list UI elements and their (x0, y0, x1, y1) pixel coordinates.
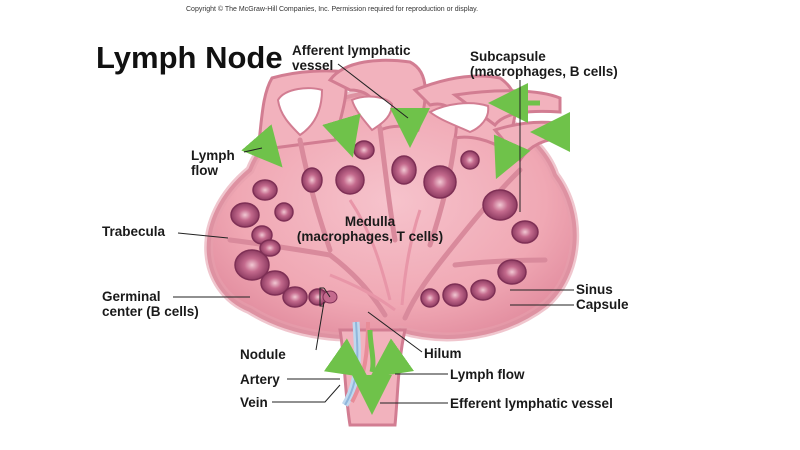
flow-arrows (241, 83, 570, 415)
label-efferent-vessel: Efferent lymphatic vessel (450, 396, 613, 411)
label-lymph-flow: Lymph flow (191, 148, 235, 178)
label-germinal-center: Germinal center (B cells) (102, 289, 199, 319)
copyright-notice: Copyright © The McGraw-Hill Companies, I… (186, 6, 479, 13)
label-subcapsule: Subcapsule (macrophages, B cells) (470, 49, 618, 79)
label-hilum: Hilum (424, 346, 462, 361)
label-vein: Vein (240, 395, 268, 410)
diagram-title: Lymph Node (96, 40, 283, 75)
leader-lines (173, 63, 574, 404)
label-medulla: Medulla (macrophages, T cells) (296, 214, 444, 244)
label-nodule: Nodule (240, 347, 286, 362)
label-sinus: Sinus (576, 282, 613, 297)
label-lymph-flow-out: Lymph flow (450, 367, 525, 382)
medullary-cords (329, 199, 422, 312)
label-artery: Artery (240, 372, 280, 387)
label-trabecula: Trabecula (102, 224, 166, 239)
label-afferent-vessel: Afferent lymphatic vessel (292, 43, 411, 73)
label-capsule: Capsule (576, 297, 629, 312)
nodules (230, 140, 539, 308)
vessel-gaps (276, 87, 490, 137)
